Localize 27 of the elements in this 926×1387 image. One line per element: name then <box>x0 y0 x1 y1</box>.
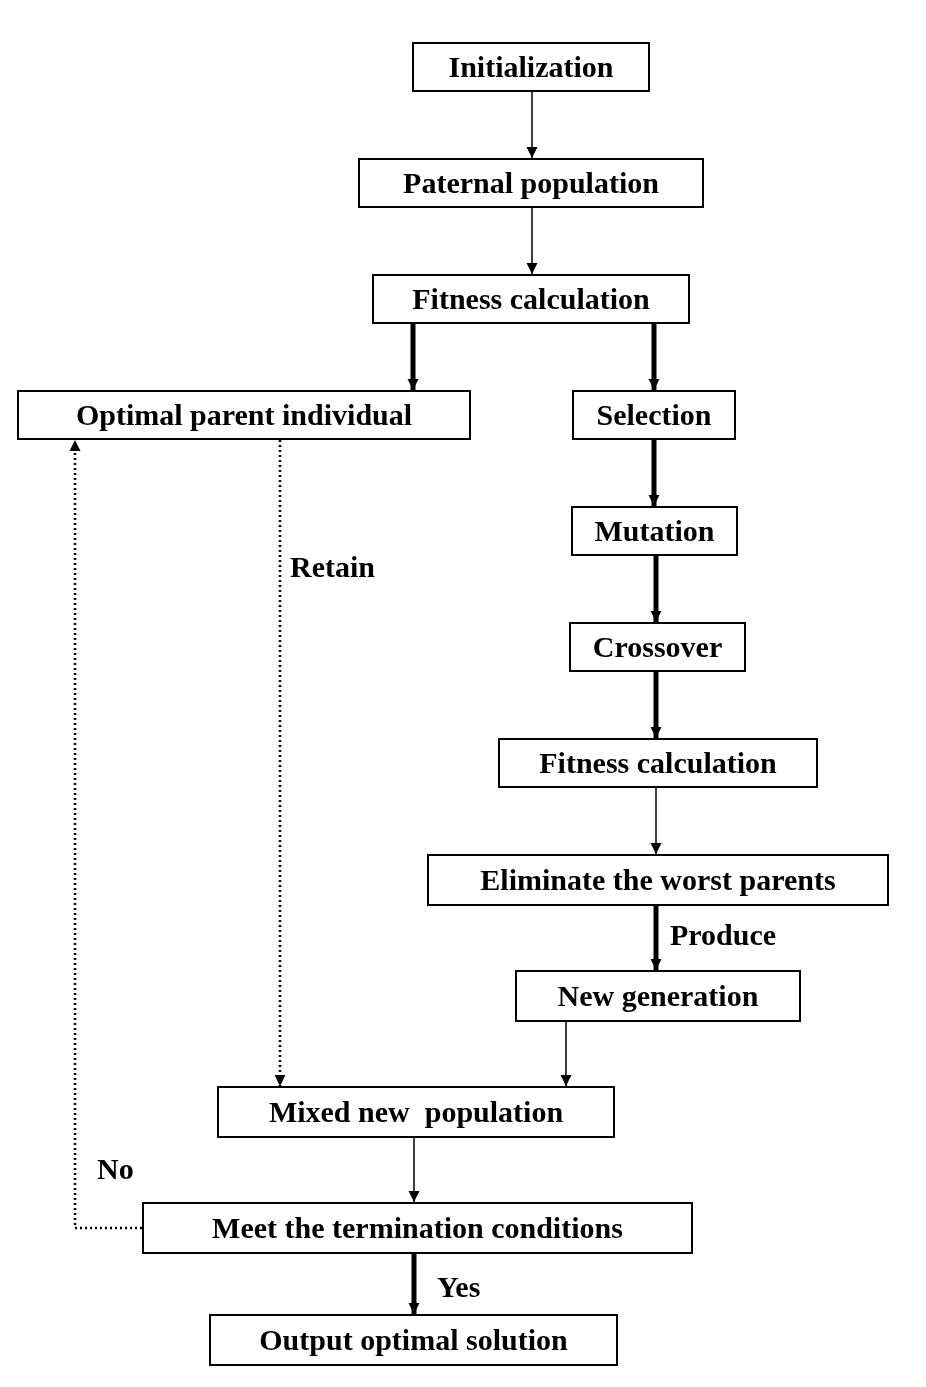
arrow <box>526 207 538 275</box>
arrow <box>650 672 662 738</box>
arrow <box>648 440 660 506</box>
process-box: Initialization <box>412 42 650 92</box>
dotted-arrow <box>274 440 286 1086</box>
process-box: Optimal parent individual <box>17 390 471 440</box>
arrow <box>650 906 662 970</box>
dotted-arrow <box>69 440 142 1230</box>
arrow <box>407 324 419 390</box>
arrow <box>650 556 662 622</box>
process-box: Fitness calculation <box>372 274 690 324</box>
process-box: Paternal population <box>358 158 704 208</box>
arrow <box>408 1137 420 1203</box>
arrow <box>648 324 660 390</box>
arrow <box>408 1254 420 1314</box>
process-box: Fitness calculation <box>498 738 818 788</box>
arrow <box>526 91 538 159</box>
process-box: Selection <box>572 390 736 440</box>
process-box: Mixed new population <box>217 1086 615 1138</box>
arrow <box>560 1021 572 1087</box>
arrow <box>650 787 662 855</box>
process-box: Output optimal solution <box>209 1314 618 1366</box>
process-box: Mutation <box>571 506 738 556</box>
process-box: Eliminate the worst parents <box>427 854 889 906</box>
process-box: Crossover <box>569 622 746 672</box>
process-box: Meet the termination conditions <box>142 1202 693 1254</box>
process-box: New generation <box>515 970 801 1022</box>
